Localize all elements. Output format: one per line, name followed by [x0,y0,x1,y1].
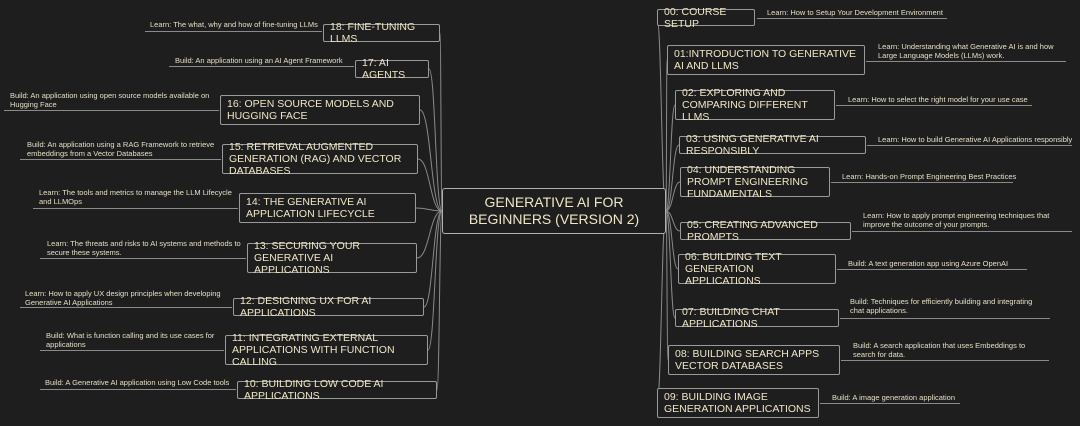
lesson-13-note: Learn: The threats and risks to AI syste… [47,239,241,257]
connector-lesson-08 [665,210,669,361]
lesson-16[interactable]: 16: OPEN SOURCE MODELS AND HUGGING FACE [220,95,420,125]
connector-lesson-13 [416,210,443,259]
lesson-00[interactable]: 00: COURSE SETUP [657,6,755,30]
lesson-00-note-line [757,18,947,19]
lesson-14-note: Learn: The tools and metrics to manage t… [39,188,232,206]
lesson-18[interactable]: 18: FINE-TUNING LLMS [323,21,440,45]
connector-lesson-02 [665,104,676,212]
connector-lesson-06 [665,210,679,270]
lesson-13-note-line [40,258,246,259]
lesson-12-note-line [20,307,232,308]
lesson-05[interactable]: 05: CREATING ADVANCED PROMPTS [680,219,851,243]
connector-lesson-16 [419,109,443,212]
lesson-11-note: Build: What is function calling and its … [46,331,215,349]
lesson-08[interactable]: 08: BUILDING SEARCH APPS VECTOR DATABASE… [668,345,840,375]
lesson-10-note: Build: A Generative AI application using… [45,378,230,387]
lesson-12[interactable]: 12: DESIGNING UX FOR AI APPLICATIONS [233,295,424,319]
connector-lesson-05 [665,210,681,232]
lesson-13[interactable]: 13: SECURING YOUR GENERATIVE AI APPLICAT… [247,240,417,276]
lesson-09[interactable]: 09: BUILDING IMAGE GENERATION APPLICATIO… [657,388,819,418]
lesson-10-note-line [40,389,236,390]
lesson-01-note: Learn: Understanding what Generative AI … [878,42,1054,60]
lesson-17-note: Build: An application using an AI Agent … [175,56,343,65]
connector-lesson-11 [427,210,443,351]
lesson-02-note: Learn: How to select the right model for… [848,95,1028,104]
lesson-01[interactable]: 01:INTRODUCTION TO GENERATIVE AI AND LLM… [667,45,865,75]
central-topic[interactable]: GENERATIVE AI FOR BEGINNERS (VERSION 2) [442,188,666,234]
connector-lesson-15 [417,158,443,212]
lesson-15[interactable]: 15: RETRIEVAL AUGMENTED GENERATION (RAG)… [222,141,418,177]
connector-lesson-04 [665,181,681,212]
lesson-15-note: Build: An application using a RAG Framew… [27,140,215,158]
lesson-09-note-line [820,403,960,404]
lesson-16-note: Build: An application using open source … [10,91,210,109]
lesson-07-note-line [840,318,1050,319]
connector-lesson-07 [665,210,676,319]
lesson-03-note-line [867,145,1072,146]
lesson-04[interactable]: 04: UNDERSTANDING PROMPT ENGINEERING FUN… [680,164,830,200]
lesson-06[interactable]: 06: BUILDING TEXT GENERATION APPLICATION… [678,251,836,287]
lesson-04-note: Learn: Hands-on Prompt Engineering Best … [842,172,1017,181]
lesson-17-note-line [169,66,354,67]
lesson-02[interactable]: 02: EXPLORING AND COMPARING DIFFERENT LL… [675,87,835,123]
lesson-05-note: Learn: How to apply prompt engineering t… [863,211,1050,229]
connector-lesson-03 [665,144,680,212]
lesson-04-note-line [831,182,1013,183]
connector-lesson-18 [439,32,443,212]
lesson-16-note-line [4,110,219,111]
connector-lesson-00 [656,17,667,212]
lesson-15-note-line [20,159,221,160]
lesson-03-note: Learn: How to build Generative AI Applic… [878,135,1073,144]
lesson-07[interactable]: 07: BUILDING CHAT APPLICATIONS [675,306,839,330]
connector-lesson-09 [656,210,667,404]
lesson-17[interactable]: 17: AI AGENTS [355,57,429,81]
connector-lesson-14 [415,207,443,212]
connector-lesson-12 [423,210,443,308]
connector-lesson-17 [428,68,443,212]
lesson-06-note: Build: A text generation app using Azure… [848,259,1009,268]
lesson-10[interactable]: 10: BUILDING LOW CODE AI APPLICATIONS [237,378,437,402]
lesson-07-note: Build: Techniques for efficiently buildi… [850,297,1033,315]
lesson-05-note-line [852,231,1072,232]
lesson-00-note: Learn: How to Setup Your Development Env… [767,8,943,17]
lesson-11[interactable]: 11: INTEGRATING EXTERNAL APPLICATIONS WI… [225,332,428,368]
lesson-18-note-line [145,31,322,32]
lesson-14-note-line [33,208,238,209]
lesson-01-note-line [866,61,1066,62]
lesson-02-note-line [836,105,1032,106]
lesson-09-note: Build: A image generation application [832,393,956,402]
lesson-18-note: Learn: The what, why and how of fine-tun… [150,20,318,29]
lesson-08-note: Build: A search application that uses Em… [853,341,1026,359]
lesson-11-note-line [40,350,224,351]
lesson-06-note-line [837,269,1027,270]
lesson-12-note: Learn: How to apply UX design principles… [25,289,221,307]
lesson-03[interactable]: 03: USING GENERATIVE AI RESPONSIBLY [679,133,866,157]
connector-lesson-10 [436,210,443,391]
lesson-14[interactable]: 14: THE GENERATIVE AI APPLICATION LIFECY… [239,193,416,223]
connector-lesson-01 [665,59,668,212]
lesson-08-note-line [841,360,1049,361]
